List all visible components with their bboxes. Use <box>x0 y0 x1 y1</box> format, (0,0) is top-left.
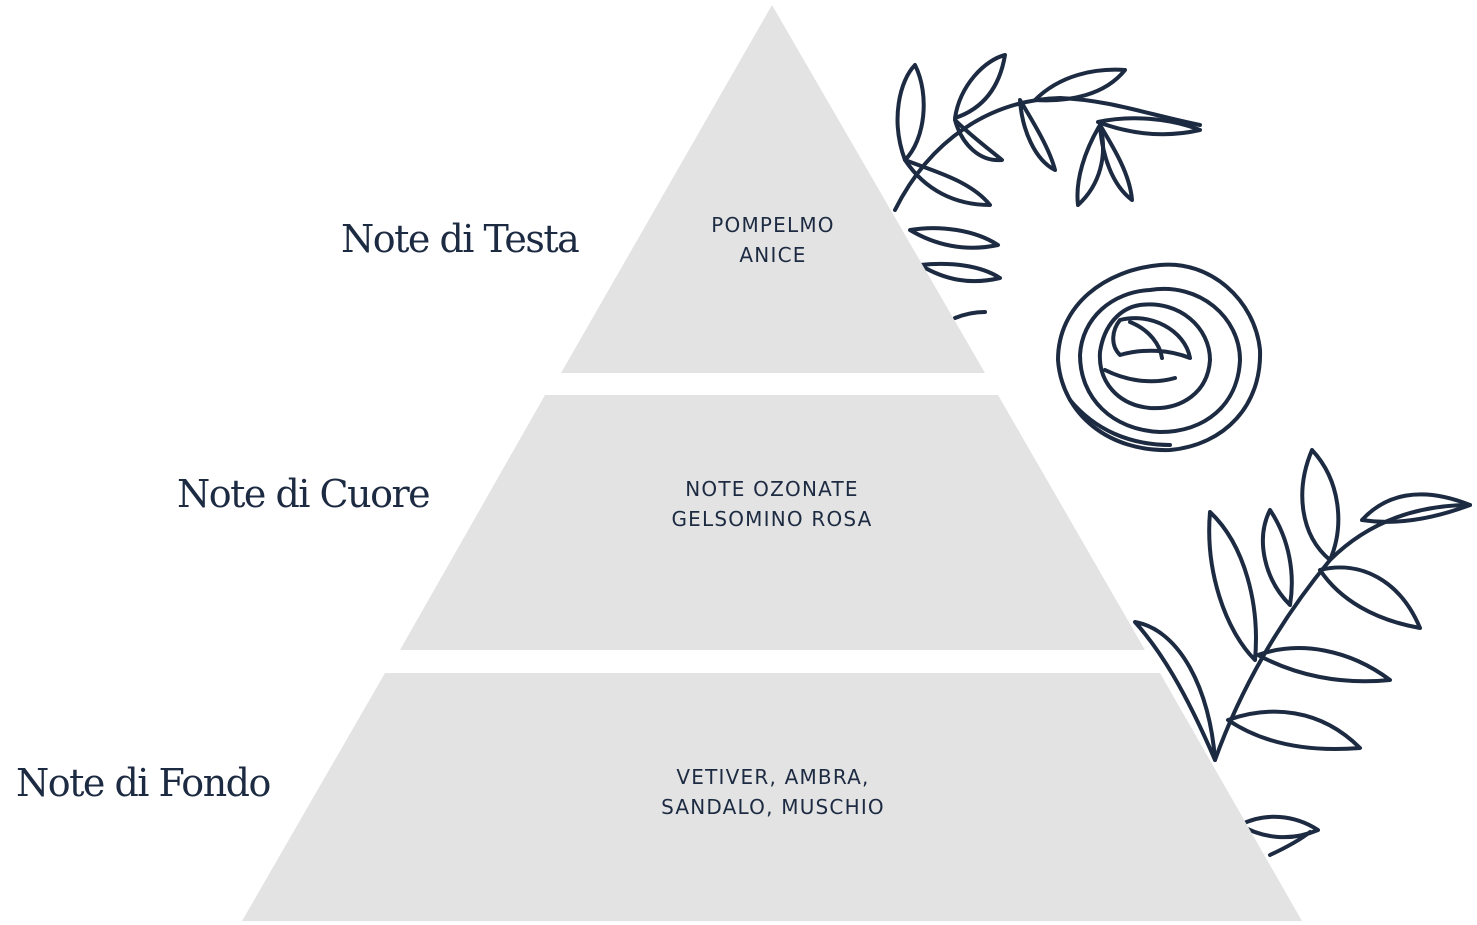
tier-label-middle: Note di Cuore <box>177 472 431 516</box>
leaf-sprig-icon <box>1133 448 1472 857</box>
note-line: ANICE <box>739 243 807 267</box>
pyramid-tier-middle <box>400 395 1145 650</box>
note-line: NOTE OZONATE <box>685 477 859 501</box>
tier-notes-bottom: VETIVER, AMBRA, SANDALO, MUSCHIO <box>661 762 885 822</box>
tier-notes-middle: NOTE OZONATE GELSOMINO ROSA <box>671 474 872 534</box>
tier-notes-top: POMPELMO ANICE <box>711 210 835 270</box>
pyramid-tier-bottom <box>242 673 1302 921</box>
leafy-branch-icon <box>893 53 1202 320</box>
note-line: VETIVER, AMBRA, <box>676 765 870 789</box>
tier-label-bottom: Note di Fondo <box>16 761 271 805</box>
pyramid-tier-top <box>561 5 985 373</box>
tier-label-top: Note di Testa <box>341 217 580 261</box>
rose-icon <box>1056 262 1263 453</box>
note-line: POMPELMO <box>711 213 835 237</box>
note-line: GELSOMINO ROSA <box>671 507 873 531</box>
note-line: SANDALO, MUSCHIO <box>661 795 885 819</box>
